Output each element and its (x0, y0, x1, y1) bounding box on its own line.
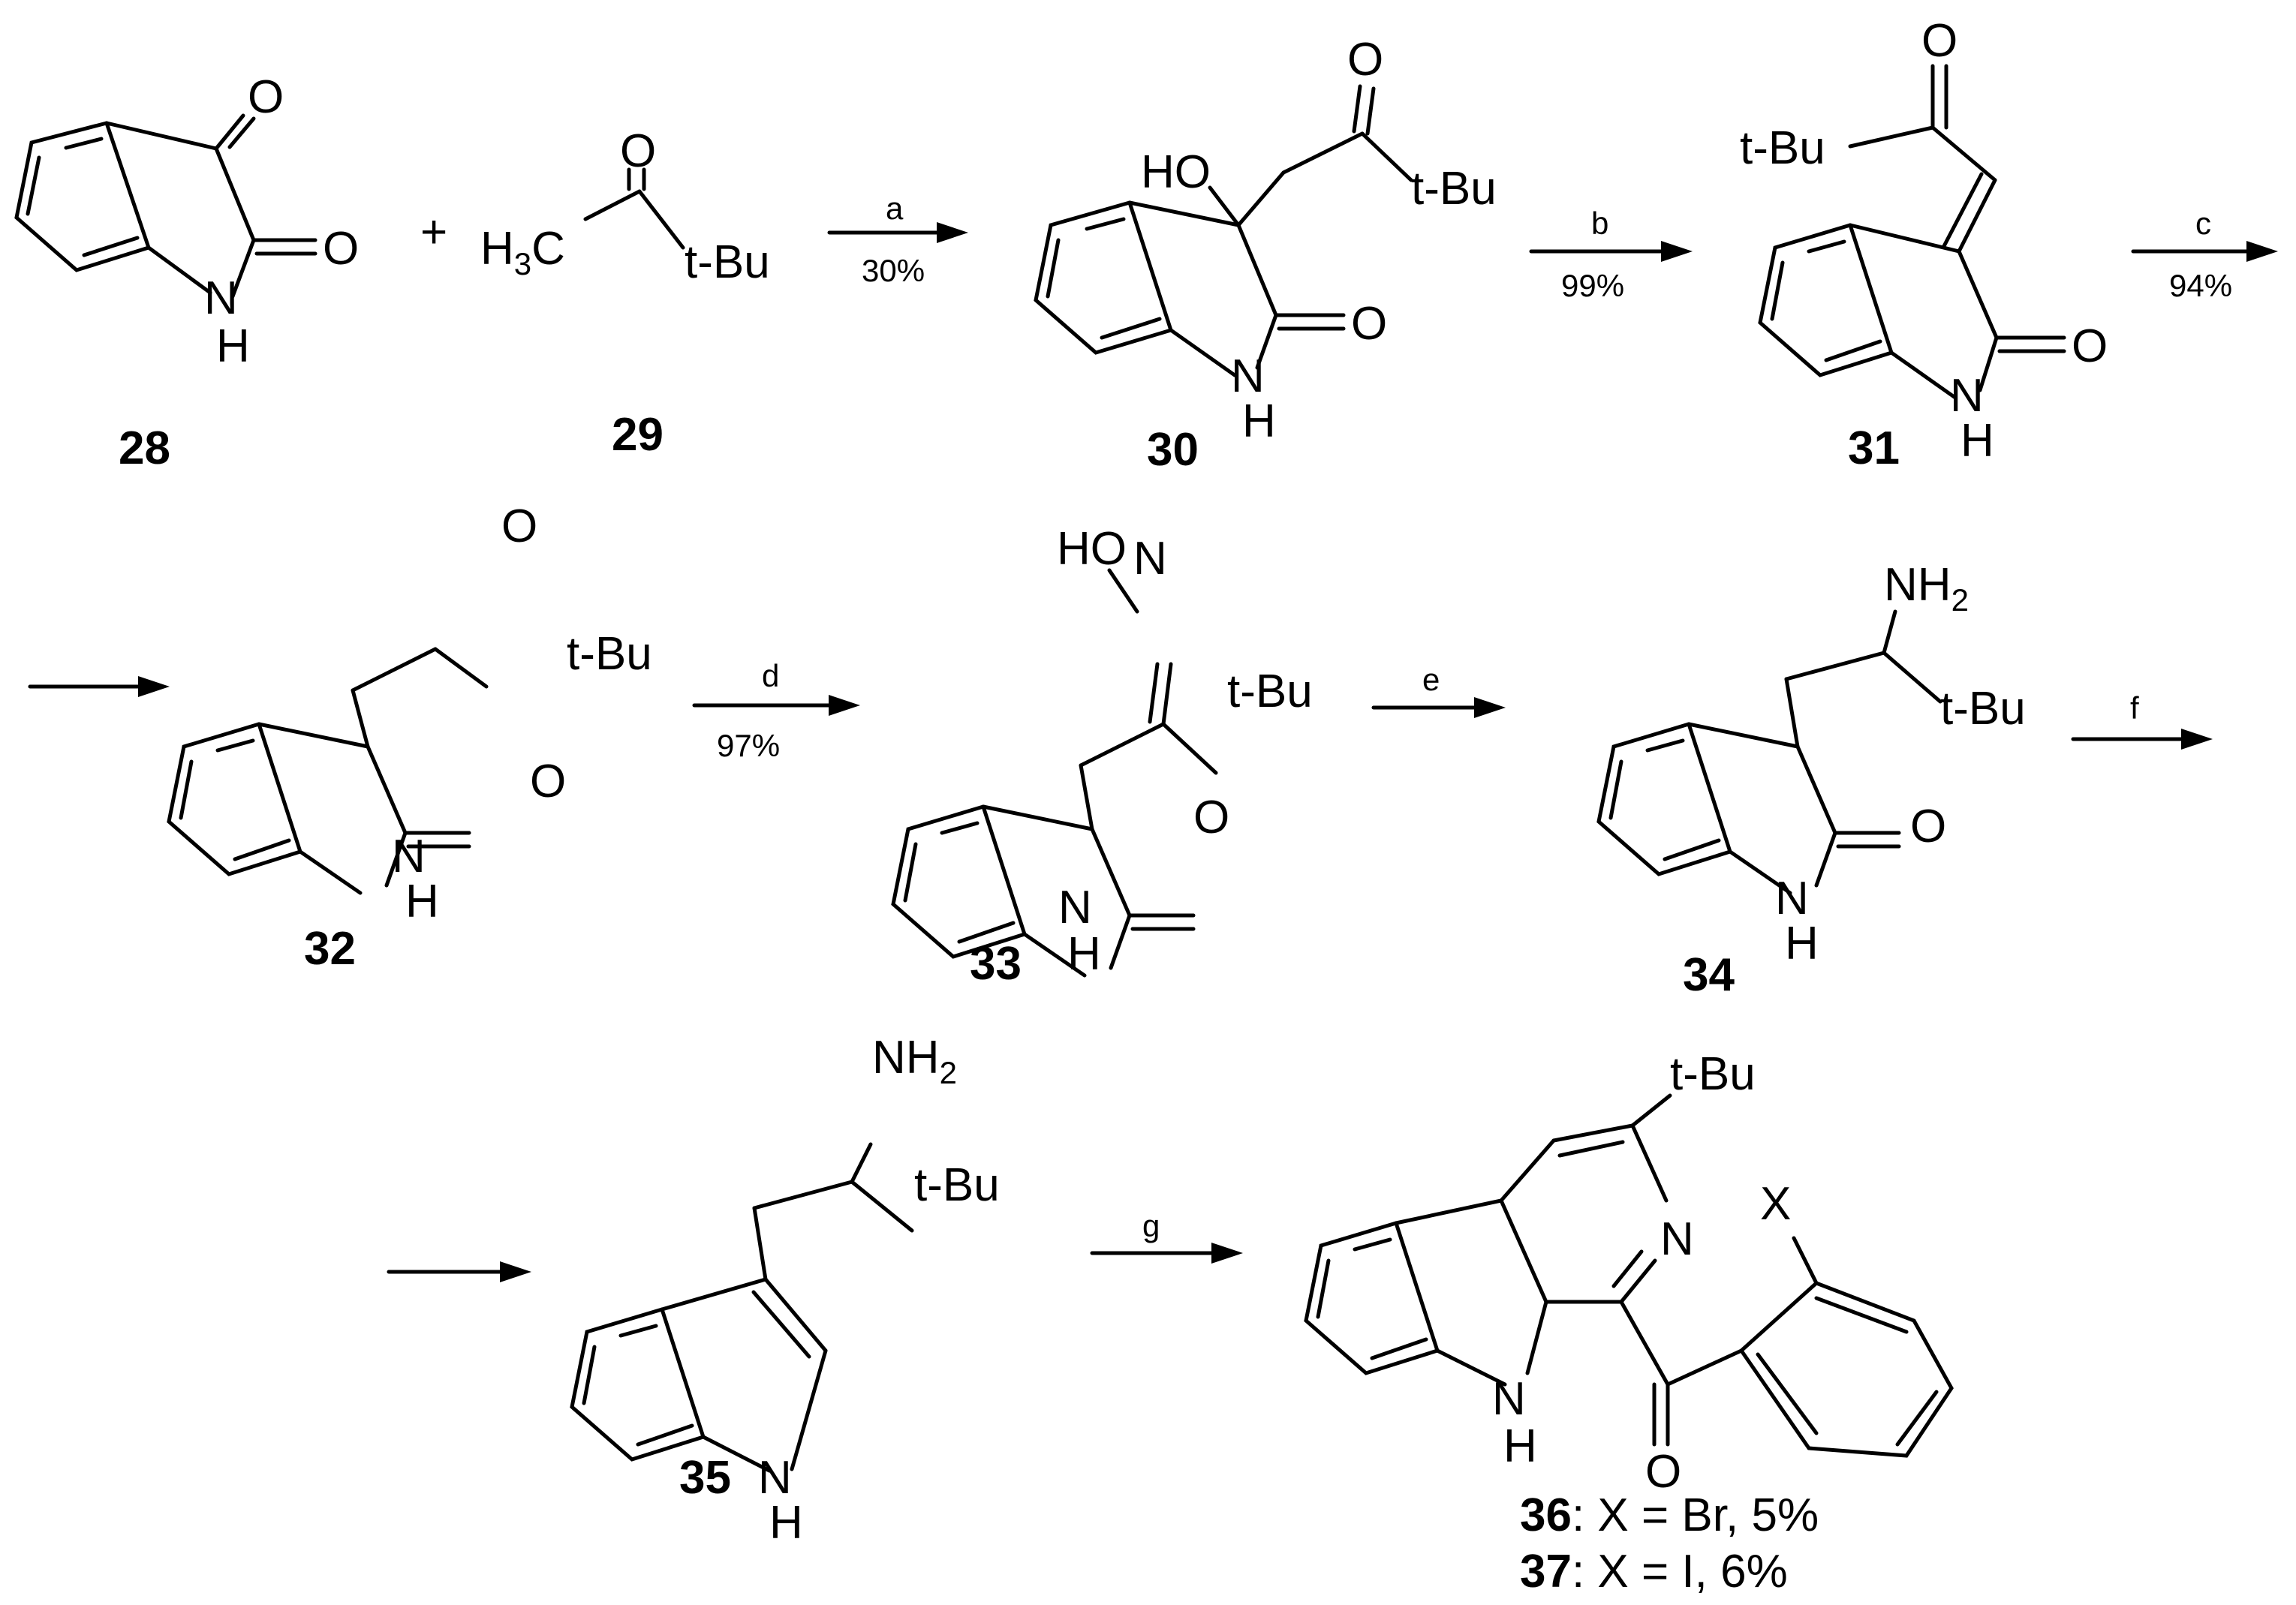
tbu-33: t-Bu (1227, 666, 1313, 717)
arrowhead-f (2181, 729, 2213, 750)
step-c-yield: 94% (2169, 268, 2232, 303)
tbu-35: t-Bu (914, 1159, 1000, 1211)
atom-h-34: H (1785, 918, 1819, 969)
step-c-letter: c (2195, 206, 2211, 241)
atom-h-32: H (405, 876, 439, 927)
amine-34: NH2 (1884, 559, 1969, 618)
atom-h-33: H (1067, 928, 1101, 980)
atom-n-32: N (392, 831, 426, 882)
bond-lines (14, 64, 2258, 1473)
atom-h-31: H (1960, 415, 1994, 467)
oxime-hydroxyl-33: HO (1057, 523, 1127, 575)
hydroxyl-30: HO (1141, 146, 1211, 198)
atom-h-35: H (769, 1497, 803, 1549)
compound-number-36: 36 (1520, 1489, 1572, 1541)
atom-o-product-ketone: O (1645, 1446, 1681, 1498)
atom-n-28: N (204, 272, 238, 324)
atom-o-28-amide: O (323, 223, 359, 275)
step-g-letter: g (1142, 1208, 1160, 1243)
step-b-letter: b (1591, 206, 1608, 241)
step-e-letter: e (1422, 662, 1440, 697)
atom-n-34: N (1775, 873, 1809, 924)
compound-number-28: 28 (119, 422, 170, 474)
atom-h-30: H (1242, 395, 1276, 447)
atom-h-28: H (216, 320, 250, 372)
tbu-product: t-Bu (1670, 1048, 1756, 1100)
tbu-31: t-Bu (1740, 122, 1825, 174)
atom-o-29: O (620, 125, 656, 177)
tbu-32: t-Bu (567, 628, 652, 680)
atom-n-product-pyridine: N (1660, 1213, 1694, 1265)
arrow-heads (138, 222, 2278, 1282)
tbu-29: t-Bu (685, 236, 770, 288)
compound-number-29: 29 (612, 409, 664, 461)
compound-number-30: 30 (1147, 424, 1199, 476)
tbu-34: t-Bu (1940, 683, 2026, 735)
arrowhead-d (829, 695, 860, 716)
caption-36-text: : X = Br, 5% (1572, 1489, 1819, 1541)
amine-35: NH2 (872, 1032, 957, 1090)
compound-number-32: 32 (304, 923, 356, 975)
arrowhead-a (937, 222, 968, 243)
arrowhead-g (1211, 1243, 1243, 1264)
atom-o-31-ketone: O (1921, 15, 1957, 67)
step-a-yield: 30% (862, 253, 925, 288)
arrowhead-cont-f (500, 1261, 531, 1282)
atom-n-30: N (1231, 350, 1265, 402)
halogen-x-product: X (1760, 1178, 1791, 1230)
compound-number-34: 34 (1683, 949, 1735, 1001)
atom-o-31-amide: O (2072, 320, 2108, 372)
atom-o-28-ketone: O (248, 71, 284, 123)
caption-36: 36: X = Br, 5% (1520, 1489, 1819, 1541)
atom-n-35: N (758, 1452, 792, 1504)
plus-sign: + (420, 206, 447, 258)
compound-number-37: 37 (1520, 1546, 1572, 1597)
step-d-letter: d (762, 658, 779, 693)
methyl-group-29: H3C (480, 223, 565, 281)
atom-n-33-oxime: N (1133, 533, 1167, 585)
step-d-yield: 97% (717, 728, 780, 763)
step-a-letter: a (886, 191, 904, 226)
arrowhead-b (1661, 241, 1693, 262)
arrowhead-cont-c (138, 676, 170, 697)
caption-37: 37: X = I, 6% (1520, 1546, 1788, 1597)
atom-n-product-indole: N (1492, 1373, 1526, 1425)
atom-o-32-amide: O (530, 756, 566, 807)
compound-number-31: 31 (1848, 422, 1900, 474)
atom-o-30-amide: O (1351, 298, 1387, 350)
atom-o-32-ketone: O (501, 500, 537, 552)
tbu-30: t-Bu (1411, 163, 1497, 215)
arrowhead-c (2246, 241, 2278, 262)
arrowhead-e (1474, 697, 1506, 718)
step-b-yield: 99% (1561, 268, 1624, 303)
atom-n-31: N (1950, 370, 1984, 422)
compound-number-35: 35 (679, 1452, 731, 1504)
atom-o-33-amide: O (1193, 792, 1229, 843)
compound-number-33: 33 (970, 938, 1022, 990)
atom-n-33: N (1058, 882, 1092, 933)
step-f-letter: f (2130, 690, 2139, 726)
atom-h-product-indole: H (1503, 1420, 1537, 1472)
caption-37-text: : X = I, 6% (1572, 1546, 1788, 1597)
atom-o-34-amide: O (1910, 801, 1946, 852)
atom-o-30-ketone: O (1347, 34, 1383, 86)
